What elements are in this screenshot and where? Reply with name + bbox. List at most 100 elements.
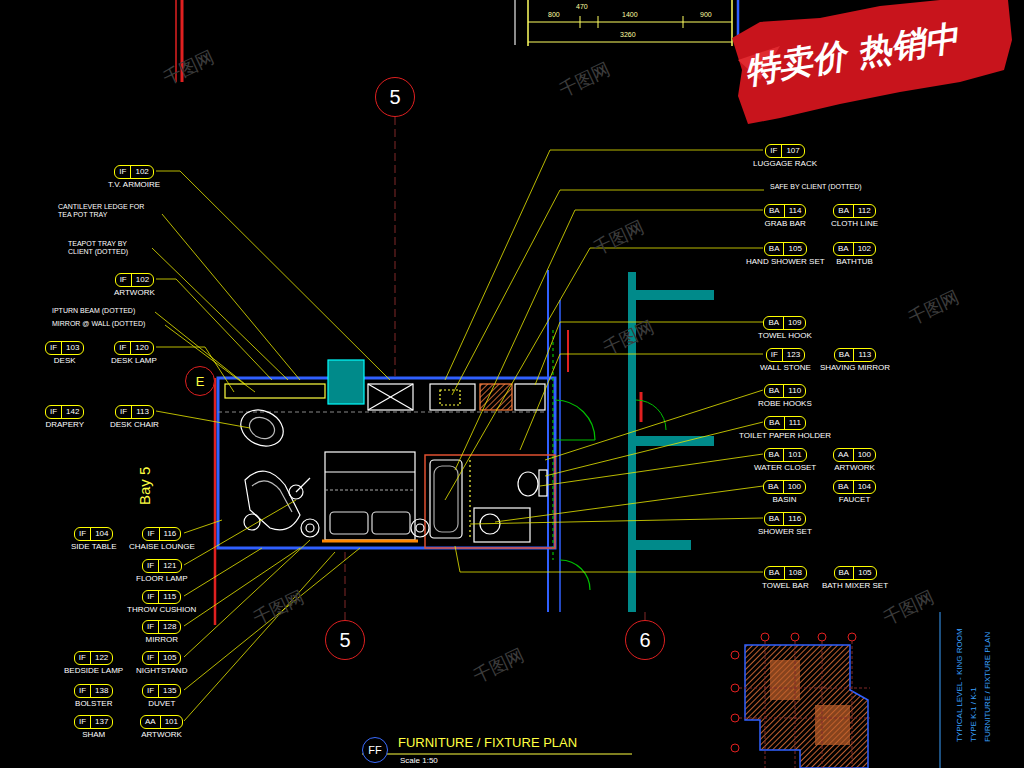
leader-lines-part [545,422,763,476]
key-plan-part [761,633,769,641]
key-plan-part [822,641,823,768]
callout-number: IF [75,528,90,540]
tag-outline: BA112 [833,204,875,218]
watermark: 千图网 [905,287,963,329]
room-plan-part [368,384,413,410]
callout-number: IF [767,349,782,361]
note-label: TEAPOT TRAY BY CLIENT (DOTTED) [68,240,148,256]
tag-outline: BA105 [834,566,877,580]
callout-number: 104 [853,481,875,493]
callout-number: 138 [90,685,112,697]
room-plan-part [296,478,310,492]
room-plan-part [560,560,590,590]
callout-tag: IF138BOLSTER [74,684,113,708]
top-structure-part [528,42,732,43]
dimension: 900 [700,11,712,19]
grid-bubble: 5 [325,620,365,660]
callout-number: 107 [781,145,803,157]
callout-number: 135 [158,685,180,697]
grid-label: E [196,374,205,389]
callout-number: 105 [853,567,875,579]
key-plan-part [731,651,739,659]
callout-tag: AA100ARTWORK [833,448,876,472]
callout-label: TOILET PAPER HOLDER [739,431,831,440]
callout-tag: IF105NIGHTSTAND [136,651,187,675]
top-structure-part [514,0,516,45]
callout-label: GRAB BAR [765,219,806,228]
callout-number: 100 [783,481,805,493]
callout-number: 101 [783,449,805,461]
building-structure-part [636,290,714,300]
room-plan-part [325,489,415,490]
room-plan-part [245,471,300,530]
callout-label: BATH MIXER SET [822,581,888,590]
grid-bubble: FF [362,737,388,763]
scale-note: Scale 1:50 [400,756,438,765]
callout-tag: BA105HAND SHOWER SET [746,242,825,266]
tag-outline: IF104 [74,527,113,541]
callout-tag: BA105BATH MIXER SET [822,566,888,590]
key-plan-part [731,744,739,752]
top-structure [176,0,738,620]
callout-tag: BA101WATER CLOSET [754,448,816,472]
room-plan-part [214,378,217,625]
tag-outline: BA105 [764,242,807,256]
grid-bubble: 5 [375,77,415,117]
room-plan-part [555,400,595,440]
callout-number: 108 [784,567,806,579]
callout-number: 123 [782,349,804,361]
leader-lines-part [152,248,288,380]
room-plan-part [567,330,569,372]
tag-outline: IF138 [74,684,113,698]
callout-number: IF [46,342,61,354]
callout-label: SHOWER SET [758,527,812,536]
callout-number: 100 [853,449,875,461]
top-structure-part [345,552,346,620]
key-plan-part [815,705,850,745]
sheet-title: TYPE K-1 / K-1 [969,687,978,742]
callout-tag: IF107LUGGAGE RACK [753,144,817,168]
callout-number: IF [75,685,90,697]
room-plan-part [474,508,530,542]
callout-number: 111 [784,417,805,429]
leader-lines-part [455,210,763,470]
key-plan-part [791,633,799,641]
callout-number: 110 [783,385,805,397]
callout-number: 103 [61,342,83,354]
grid-label: FF [368,744,381,756]
callout-number: BA [764,481,783,493]
callout-tag: AA101ARTWORK [140,715,183,739]
top-structure-part [580,16,581,28]
callout-number: AA [834,449,853,461]
tag-outline: BA104 [833,480,876,494]
leader-lines-part [184,520,222,533]
callout-number: 105 [158,652,180,664]
tag-outline: IF116 [142,527,181,541]
leader-lines-part [445,248,763,500]
key-plan-part [848,633,856,641]
tag-outline: IF137 [74,715,113,729]
tag-outline: BA114 [764,204,806,218]
leader-lines-part [470,518,763,524]
callout-label: FLOOR LAMP [136,574,188,583]
callout-number: BA [835,349,854,361]
tag-outline: BA110 [764,384,806,398]
tag-outline: IF102 [114,165,153,179]
callout-number: BA [835,567,854,579]
callout-tag: BA104FAUCET [833,480,876,504]
callout-number: 113 [853,349,875,361]
tag-outline: BA111 [764,416,806,430]
callout-number: 137 [90,716,112,728]
building-structure-part [640,392,643,422]
callout-tag: IF142DRAPERY [45,405,84,429]
room-plan-part [416,524,424,532]
room-plan-part [469,460,470,540]
callout-label: LUGGAGE RACK [753,159,817,168]
callout-number: IF [143,621,158,633]
tag-outline: IF128 [142,620,181,634]
grid-label: 5 [389,86,400,109]
tag-outline: BA113 [834,348,876,362]
callout-tag: IF102T.V. ARMOIRE [108,165,160,189]
building-structure-part [636,540,691,550]
callout-label: ARTWORK [834,463,875,472]
